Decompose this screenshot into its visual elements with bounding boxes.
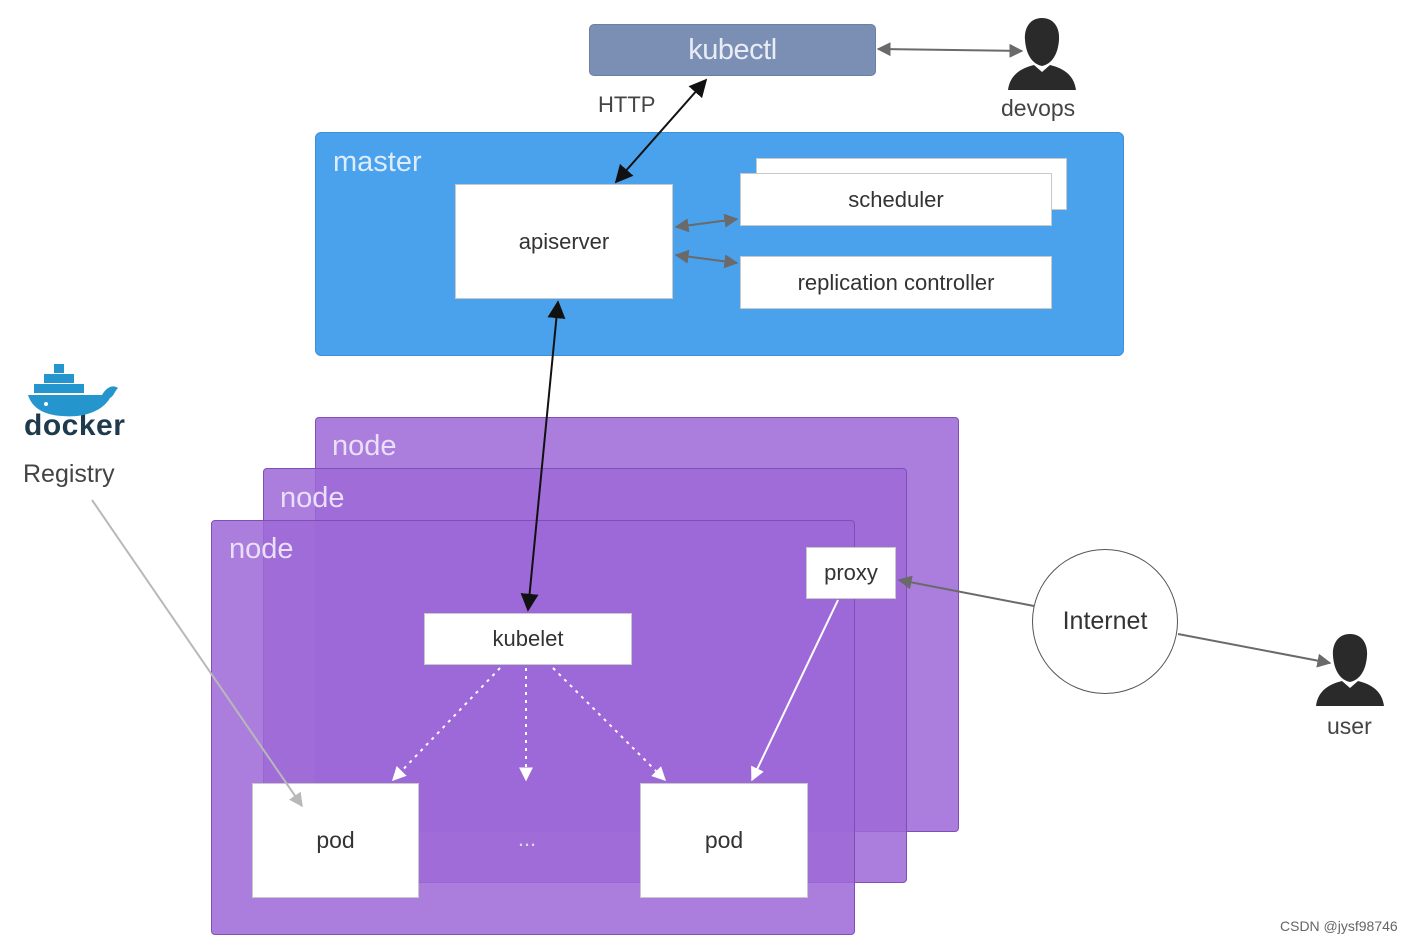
apiserver-kubelet-arrow — [520, 300, 566, 612]
person-silhouette-icon — [1316, 634, 1384, 706]
kubelet-pod-arrow — [552, 667, 666, 781]
person-silhouette-icon — [1008, 18, 1076, 90]
pod-box: pod — [252, 783, 419, 898]
apiserver-replication-arrow — [674, 249, 739, 269]
registry-label: Registry — [23, 460, 115, 488]
proxy-box: proxy — [806, 547, 896, 599]
apiserver-box: apiserver — [455, 184, 673, 299]
pod-box: pod — [640, 783, 808, 898]
user-label: user — [1327, 713, 1372, 739]
kubelet-box: kubelet — [424, 613, 632, 665]
node-title: node — [332, 430, 397, 462]
registry-pod-arrow — [91, 499, 303, 808]
kubectl-apiserver-arrow — [614, 78, 708, 184]
node-title: node — [280, 482, 345, 514]
apiserver-scheduler-arrow — [674, 213, 739, 233]
master-title: master — [333, 146, 422, 178]
internet-proxy-arrow — [897, 575, 1035, 607]
internet-user-arrow — [1177, 633, 1332, 668]
kubectl-devops-arrow — [876, 42, 1024, 58]
scheduler-box: scheduler — [740, 173, 1052, 226]
more-pods-ellipsis: ... — [517, 826, 537, 851]
devops-label: devops — [1001, 95, 1076, 121]
internet-circle: Internet — [1032, 549, 1178, 694]
docker-whale-icon — [28, 364, 118, 417]
kubelet-pod-arrow — [392, 667, 501, 782]
node-title: node — [229, 533, 294, 565]
kubectl-box: kubectl — [589, 24, 876, 76]
watermark: CSDN @jysf98746 — [1280, 918, 1398, 934]
proxy-pod-arrow — [751, 599, 839, 782]
replication-controller-box: replication controller — [740, 256, 1052, 309]
